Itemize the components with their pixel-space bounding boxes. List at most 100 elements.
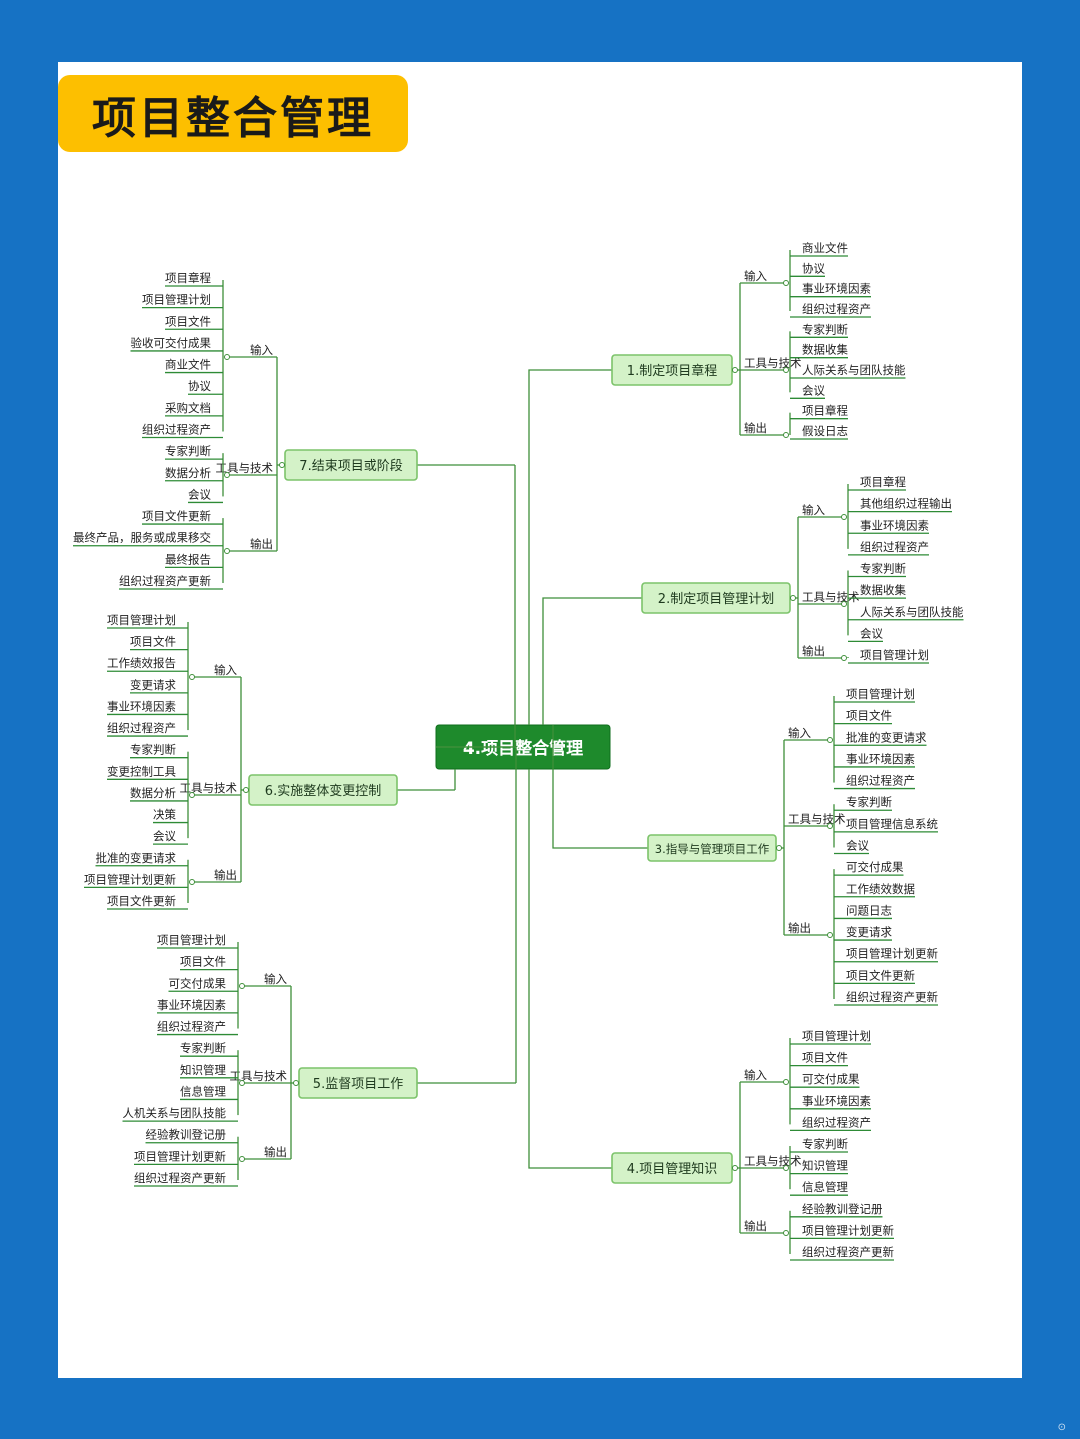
group-label: 工具与技术 (180, 781, 238, 795)
item-label: 项目管理计划 (860, 648, 929, 662)
item-label: 项目文件更新 (142, 509, 211, 523)
item-label: 组织过程资产 (142, 423, 211, 437)
branch-hub (790, 595, 796, 601)
group-hub (783, 1230, 789, 1236)
item-label: 事业环境因素 (802, 282, 871, 296)
group-label: 输入 (250, 343, 273, 357)
group-label: 输入 (744, 269, 767, 283)
branch-label: 2.制定项目管理计划 (658, 592, 774, 607)
item-label: 事业环境因素 (157, 998, 226, 1012)
group-hub (783, 432, 789, 438)
item-label: 组织过程资产 (846, 774, 915, 788)
item-label: 知识管理 (180, 1063, 226, 1077)
item-label: 验收可交付成果 (131, 336, 212, 350)
item-label: 项目管理计划 (107, 613, 176, 627)
group-label: 输出 (802, 644, 825, 658)
group-label: 输入 (744, 1068, 767, 1082)
group-label: 输出 (744, 1219, 767, 1233)
group-label: 输出 (264, 1145, 287, 1159)
item-label: 组织过程资产 (107, 721, 176, 735)
branch-label: 7.结束项目或阶段 (299, 459, 402, 474)
item-label: 信息管理 (180, 1084, 226, 1098)
item-label: 组织过程资产 (157, 1020, 226, 1034)
item-label: 变更请求 (130, 678, 176, 692)
item-label: 专家判断 (802, 1137, 848, 1151)
item-label: 项目管理计划 (802, 1029, 871, 1043)
branch-connector (528, 369, 612, 725)
item-label: 假设日志 (802, 424, 848, 438)
root-label: 4.项目整合管理 (463, 738, 583, 759)
watermark: ⊙ (1057, 1422, 1066, 1433)
item-label: 人机关系与团队技能 (123, 1106, 227, 1120)
item-label: 组织过程资产更新 (802, 1245, 894, 1259)
item-label: 项目管理计划 (142, 293, 211, 307)
item-label: 项目管理计划更新 (802, 1223, 894, 1237)
item-label: 批准的变更请求 (96, 851, 177, 865)
branch-label: 4.项目管理知识 (627, 1161, 717, 1177)
item-label: 问题日志 (846, 903, 892, 917)
group-hub (827, 737, 833, 743)
item-label: 项目文件更新 (107, 894, 176, 908)
item-label: 项目文件 (165, 314, 211, 328)
branch-hub (293, 1080, 299, 1086)
branch-connector (542, 597, 642, 725)
group-hub (827, 823, 833, 829)
group-hub (783, 367, 789, 373)
group-label: 输入 (264, 972, 287, 986)
item-label: 事业环境因素 (802, 1094, 871, 1108)
item-label: 组织过程资产更新 (134, 1171, 226, 1185)
branch-hub (243, 787, 249, 793)
item-label: 人际关系与团队技能 (860, 605, 964, 619)
item-label: 事业环境因素 (107, 699, 176, 713)
page-title: 项目整合管理 (58, 75, 408, 152)
item-label: 采购文档 (165, 401, 211, 415)
item-label: 最终报告 (165, 552, 211, 566)
item-label: 会议 (802, 383, 825, 397)
group-label: 工具与技术 (230, 1069, 288, 1083)
item-label: 变更控制工具 (107, 764, 176, 778)
group-label: 工具与技术 (744, 356, 802, 370)
item-label: 商业文件 (802, 241, 848, 255)
group-hub (783, 1165, 789, 1171)
branch-hub (732, 367, 738, 373)
item-label: 项目管理计划 (846, 687, 915, 701)
item-label: 工作绩效报告 (107, 656, 176, 670)
item-label: 专家判断 (130, 743, 176, 757)
branch-label: 3.指导与管理项目工作 (655, 842, 770, 856)
branch-hub (279, 462, 285, 468)
group-hub (841, 655, 847, 661)
item-label: 商业文件 (165, 358, 211, 372)
item-label: 组织过程资产更新 (119, 574, 211, 588)
item-label: 工作绩效数据 (846, 882, 915, 896)
item-label: 项目管理计划更新 (84, 872, 176, 886)
item-label: 专家判断 (165, 444, 211, 458)
item-label: 经验教训登记册 (802, 1202, 883, 1216)
item-label: 变更请求 (846, 925, 892, 939)
item-label: 项目文件 (180, 955, 226, 969)
group-hub (841, 601, 847, 607)
item-label: 专家判断 (860, 562, 906, 576)
item-label: 协议 (802, 261, 825, 275)
item-label: 组织过程资产 (802, 302, 871, 316)
group-label: 输入 (214, 663, 237, 677)
item-label: 项目文件更新 (846, 968, 915, 982)
item-label: 会议 (860, 626, 883, 640)
group-label: 工具与技术 (216, 461, 274, 475)
item-label: 会议 (188, 487, 211, 501)
item-label: 项目管理计划更新 (134, 1149, 226, 1163)
item-label: 知识管理 (802, 1159, 848, 1173)
branch-connector (417, 746, 517, 1084)
item-label: 项目章程 (802, 404, 848, 418)
item-label: 组织过程资产 (802, 1115, 871, 1129)
item-label: 项目章程 (165, 271, 211, 285)
group-hub (239, 1080, 245, 1086)
group-hub (239, 1156, 245, 1162)
group-label: 输出 (214, 868, 237, 882)
item-label: 经验教训登记册 (146, 1128, 227, 1142)
item-label: 最终产品，服务或成果移交 (73, 531, 211, 545)
group-label: 工具与技术 (744, 1154, 802, 1168)
branch-connector (528, 769, 612, 1169)
item-label: 可交付成果 (846, 860, 904, 874)
item-label: 可交付成果 (802, 1072, 860, 1086)
